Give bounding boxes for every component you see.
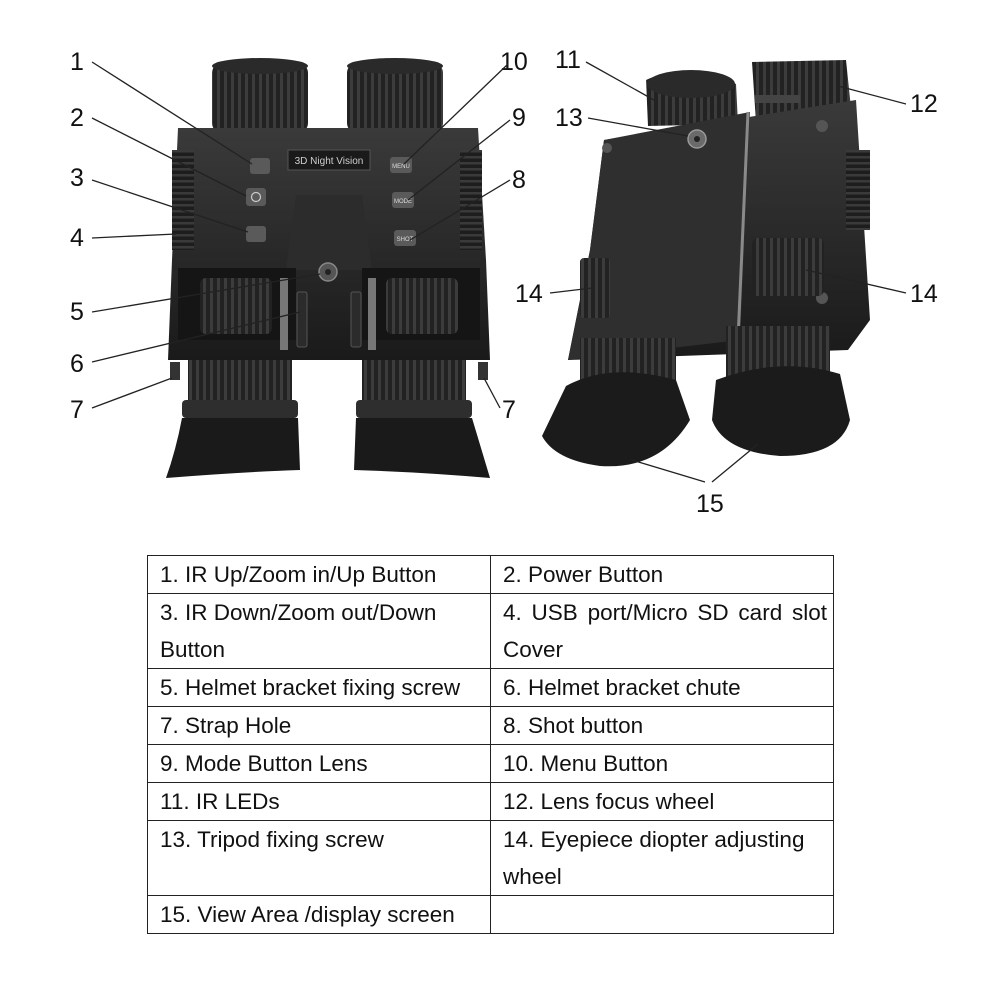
- power-icon: [250, 191, 262, 203]
- power-button: [246, 188, 266, 206]
- eyecup-right: [354, 418, 490, 478]
- focus-wheel-right: [386, 278, 458, 334]
- callout-1: 1: [70, 48, 84, 76]
- table-cell: [490, 895, 834, 934]
- shot-button-label: SHOT: [397, 237, 414, 243]
- mode-button: [392, 192, 414, 208]
- focus-wheel-left: [200, 278, 272, 334]
- side-view: 11 12 13 14 14 15: [515, 46, 938, 518]
- callout-8: 8: [512, 166, 526, 194]
- ir-down-button: [246, 226, 266, 242]
- table-cell: 15. View Area /display screen: [147, 895, 491, 934]
- table-cell: 14. Eyepiece diopter adjusting wheel: [490, 820, 834, 896]
- callout-9: 9: [512, 104, 526, 132]
- table-cell: 7. Strap Hole: [147, 706, 491, 745]
- table-row: 11. IR LEDs 12. Lens focus wheel: [147, 782, 834, 821]
- table-cell: 5. Helmet bracket fixing screw: [147, 668, 491, 707]
- table-row: 9. Mode Button Lens 10. Menu Button: [147, 744, 834, 783]
- callout-5: 5: [70, 298, 84, 326]
- table-row: 7. Strap Hole 8. Shot button: [147, 706, 834, 745]
- ir-up-button: [250, 158, 270, 174]
- callout-14-left: 14: [515, 280, 543, 308]
- callout-7-left: 7: [70, 396, 84, 424]
- diopter-wheel-left: [580, 258, 610, 318]
- table-row: 15. View Area /display screen: [147, 895, 834, 934]
- table-cell: 4. USB port/Micro SD card slot Cover: [490, 593, 834, 669]
- side-eyecup-left: [542, 372, 690, 467]
- front-view: 3D Night Vision MENU MODE SHOT: [70, 48, 528, 478]
- callout-2: 2: [70, 104, 84, 132]
- diopter-wheel-right: [752, 238, 824, 296]
- strap-hole-right: [478, 362, 488, 380]
- product-label: 3D Night Vision: [295, 156, 364, 167]
- callout-14-right: 14: [910, 280, 938, 308]
- table-cell: 10. Menu Button: [490, 744, 834, 783]
- callout-11: 11: [555, 46, 581, 74]
- table-cell: 11. IR LEDs: [147, 782, 491, 821]
- callout-4: 4: [70, 224, 84, 252]
- parts-legend-table: 1. IR Up/Zoom in/Up Button 2. Power Butt…: [147, 555, 834, 934]
- callout-15: 15: [696, 490, 724, 518]
- table-cell: 3. IR Down/Zoom out/Down Button: [147, 593, 491, 669]
- table-row: 1. IR Up/Zoom in/Up Button 2. Power Butt…: [147, 555, 834, 594]
- table-cell: 13. Tripod fixing screw: [147, 820, 491, 896]
- eyecup-left: [166, 418, 300, 478]
- helmet-bracket-chute: [296, 291, 308, 348]
- callout-6: 6: [70, 350, 84, 378]
- product-label-plate: [287, 149, 371, 171]
- table-cell: 8. Shot button: [490, 706, 834, 745]
- objective-barrel-left: [212, 63, 308, 133]
- callout-3: 3: [70, 164, 84, 192]
- strap-hole-left: [170, 362, 180, 380]
- table-row: 3. IR Down/Zoom out/Down Button 4. USB p…: [147, 593, 834, 669]
- callout-12: 12: [910, 90, 938, 118]
- table-cell: 1. IR Up/Zoom in/Up Button: [147, 555, 491, 594]
- menu-button-label: MENU: [392, 164, 410, 170]
- mode-button-label: MODE: [394, 199, 412, 205]
- binocular-diagram: 3D Night Vision MENU MODE SHOT: [70, 46, 938, 518]
- table-row: 13. Tripod fixing screw 14. Eyepiece dio…: [147, 820, 834, 896]
- table-row: 5. Helmet bracket fixing screw 6. Helmet…: [147, 668, 834, 707]
- callout-10: 10: [500, 48, 528, 76]
- table-cell: 6. Helmet bracket chute: [490, 668, 834, 707]
- callout-7-right: 7: [502, 396, 516, 424]
- shot-button: [394, 230, 416, 246]
- callout-13: 13: [555, 104, 583, 132]
- side-eyecup-right: [712, 366, 850, 456]
- table-cell: 12. Lens focus wheel: [490, 782, 834, 821]
- table-cell: 2. Power Button: [490, 555, 834, 594]
- table-cell: 9. Mode Button Lens: [147, 744, 491, 783]
- objective-barrel-right: [347, 63, 443, 133]
